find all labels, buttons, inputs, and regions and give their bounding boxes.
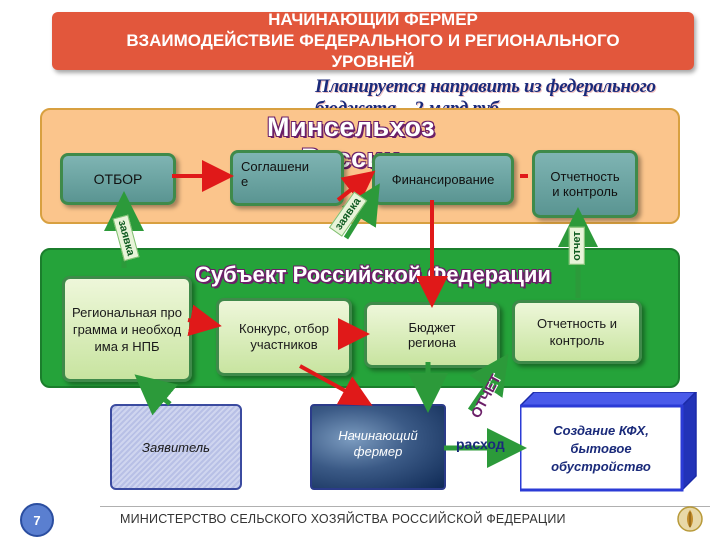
spend-label: расход	[456, 436, 505, 452]
contest-to-farmer-arrow	[299, 364, 373, 406]
program-box: Региональная программа и необходима я НП…	[62, 276, 192, 382]
title-line-2: ВЗАИМОДЕЙСТВИЕ ФЕДЕРАЛЬНОГО И РЕГИОНАЛЬН…	[126, 31, 620, 50]
region-reporting-box: Отчетность и контроль	[512, 300, 642, 364]
contest-label: Конкурс, отбор участников	[239, 321, 329, 352]
fed-reporting-box: Отчетность и контроль	[532, 150, 638, 218]
program-label: Региональная программа и необходима я НП…	[72, 304, 182, 354]
otchet-right-label: отчет	[568, 227, 585, 265]
footer-divider	[100, 506, 710, 507]
outcome-box: Создание КФХ, бытовое обустройство	[524, 410, 678, 488]
outcome-box-frame	[520, 392, 698, 492]
farmer-report-arrow	[467, 353, 509, 412]
ministry-emblem-icon	[677, 506, 703, 532]
financing-box: Финансирование	[372, 153, 514, 205]
agreement-label: Соглашение	[241, 159, 309, 189]
fed-reporting-label: Отчетность и контроль	[550, 169, 620, 199]
footer-ministry-name: МИНИСТЕРСТВО СЕЛЬСКОГО ХОЗЯЙСТВА РОССИЙС…	[120, 512, 566, 526]
outcome-label: Создание КФХ, бытовое обустройство	[551, 423, 651, 474]
select-label: ОТБОР	[93, 171, 143, 187]
program-to-contest-arrow	[187, 304, 222, 337]
subject-title: Субъект Российской Федерации	[195, 262, 551, 287]
contest-box: Конкурс, отбор участников	[216, 298, 352, 376]
farmer-label: Начинающий фермер	[338, 428, 418, 459]
applicant-to-program-arrow	[134, 374, 179, 416]
zayavka-right-arrow	[341, 183, 380, 240]
agreement-box: Соглашение	[230, 150, 344, 206]
financing-label: Финансирование	[391, 171, 495, 187]
title-line-3: УРОВНЕЙ	[331, 52, 415, 70]
budget-label: Бюджет региона	[407, 320, 457, 350]
farmer-box: Начинающий фермер	[310, 404, 446, 490]
region-reporting-label: Отчетность и контроль	[536, 316, 618, 348]
title-line-1: НАЧИНАЮЩИЙ ФЕРМЕР	[268, 10, 478, 29]
title-bar: НАЧИНАЮЩИЙ ФЕРМЕР ВЗАИМОДЕЙСТВИЕ ФЕДЕРАЛ…	[52, 10, 694, 70]
applicant-label: Заявитель	[142, 439, 210, 455]
page-number: 7	[20, 503, 54, 537]
